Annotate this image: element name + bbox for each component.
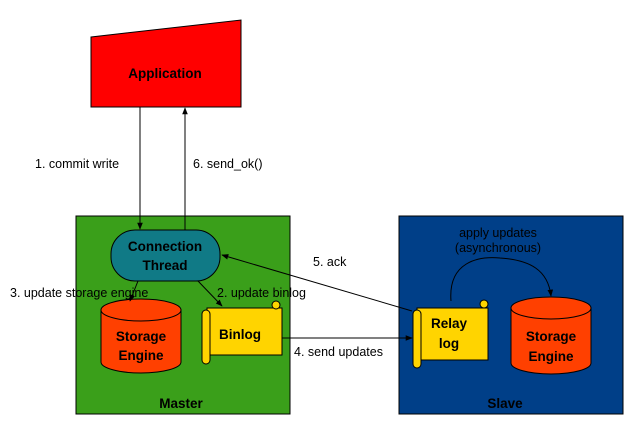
relay-log-scroll-curl <box>479 299 489 309</box>
application-shape <box>90 19 242 108</box>
slave-storage-engine-top <box>510 296 592 320</box>
connection-thread-node: Connection Thread <box>110 229 221 282</box>
edge-label-send-ok: 6. send_ok() <box>193 157 262 171</box>
master-storage-engine-node: Storage Engine <box>100 298 182 374</box>
slave-storage-engine-label-line1: Storage <box>526 329 577 344</box>
slave-storage-engine-label-line2: Engine <box>528 349 573 364</box>
slave-label: Slave <box>487 396 523 411</box>
binlog-scroll-roll <box>201 309 211 365</box>
binlog-label: Binlog <box>219 327 261 342</box>
master-label: Master <box>159 396 203 411</box>
edge-update-binlog <box>197 280 223 307</box>
edge-label-commit-write: 1. commit write <box>35 157 119 171</box>
edge-apply-updates <box>450 257 554 302</box>
binlog-scroll-body <box>206 307 283 356</box>
binlog-node: Binlog <box>201 300 283 365</box>
edge-label-send-updates: 4. send updates <box>294 345 383 359</box>
connection-thread-label-line1: Connection <box>128 239 202 254</box>
edge-label-update-storage-engine: 3. update storage engine <box>10 286 148 300</box>
edge-label-ack: 5. ack <box>313 255 347 269</box>
master-storage-engine-top <box>100 298 182 322</box>
relay-log-scroll-body <box>416 307 489 361</box>
relay-log-label-line1: Relay <box>431 316 468 331</box>
master-storage-engine-body <box>100 310 182 374</box>
master-storage-engine-label-line1: Storage <box>116 329 167 344</box>
relay-log-scroll-roll <box>412 309 422 369</box>
master-storage-engine-label-line2: Engine <box>118 348 163 363</box>
application-node: Application <box>90 19 242 108</box>
edge-ack <box>221 254 413 312</box>
edge-label-apply-updates-line2: (asynchronous) <box>455 241 541 255</box>
slave-storage-engine-node: Storage Engine <box>510 296 592 375</box>
edge-label-apply-updates-line1: apply updates <box>459 226 537 240</box>
relay-log-node: Relay log <box>412 299 489 369</box>
binlog-scroll-curl <box>271 300 281 310</box>
relay-log-label-line2: log <box>439 336 459 351</box>
connection-thread-shape <box>110 229 221 282</box>
edge-update-storage-engine <box>129 280 139 302</box>
application-label: Application <box>128 66 202 81</box>
slave-storage-engine-body <box>510 308 592 375</box>
edge-label-update-binlog: 2. update binlog <box>217 286 306 300</box>
connection-thread-label-line2: Thread <box>142 258 187 273</box>
